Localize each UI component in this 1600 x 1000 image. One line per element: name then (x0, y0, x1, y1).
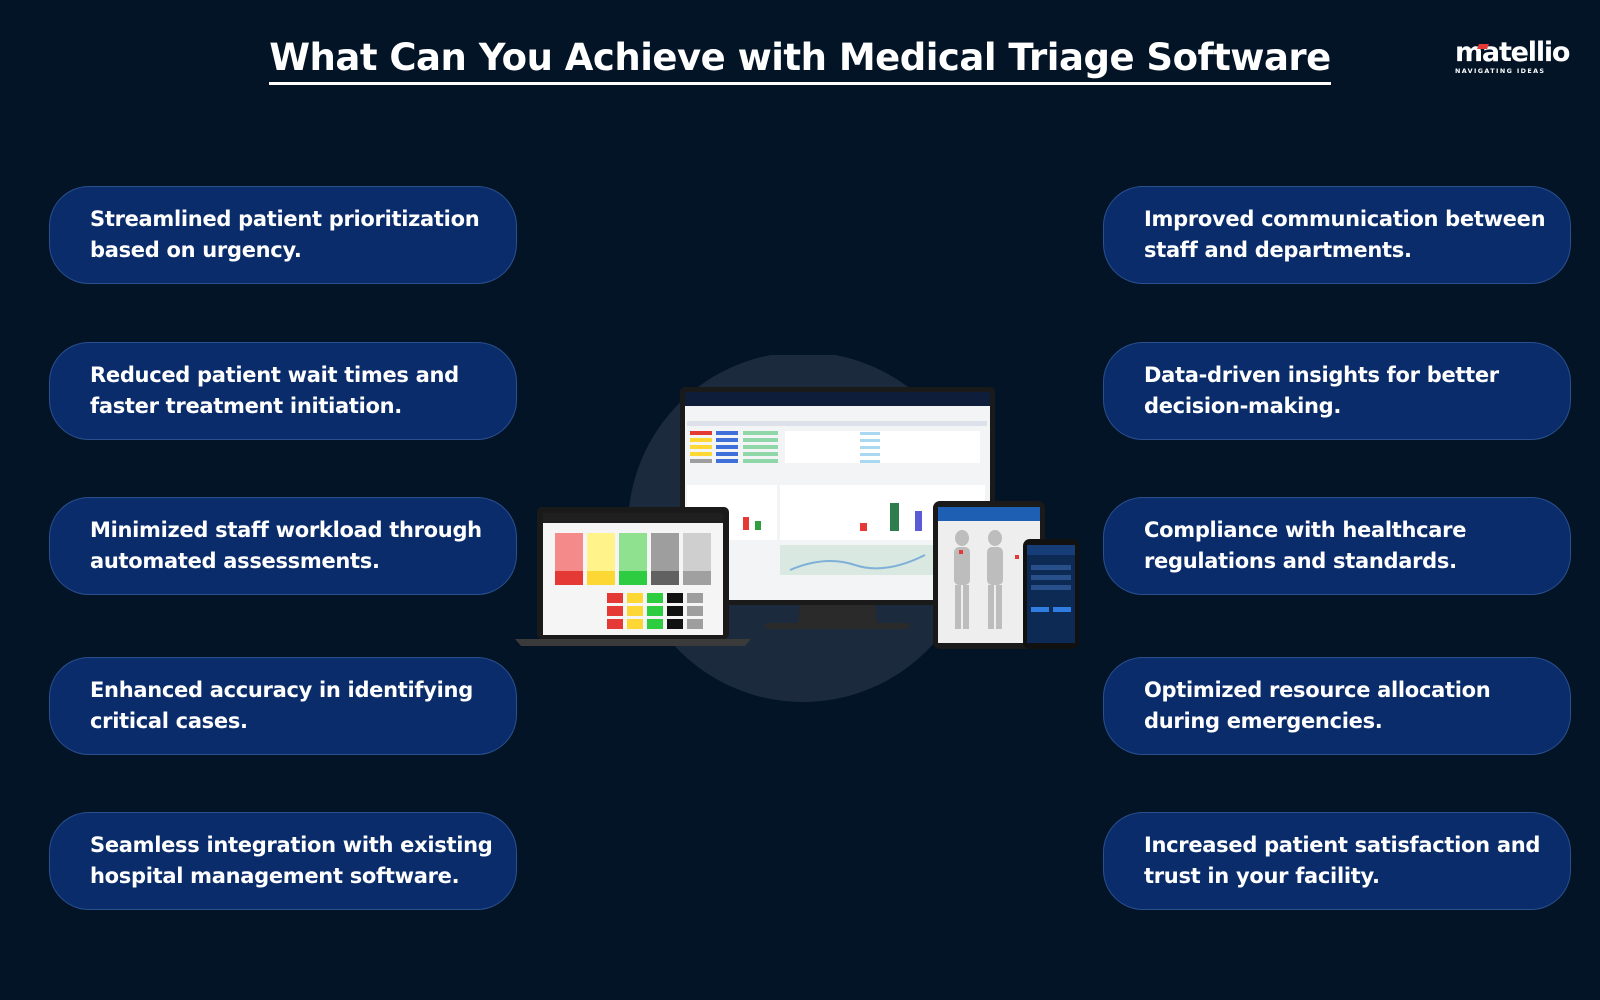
benefit-card-right-3: Compliance with healthcare regulations a… (1103, 497, 1571, 595)
benefit-card-right-2: Data-driven insights for better decision… (1103, 342, 1571, 440)
device-mockup-image (515, 355, 1079, 702)
benefit-card-left-4: Enhanced accuracy in identifying critica… (49, 657, 517, 755)
benefit-card-left-3: Minimized staff workload through automat… (49, 497, 517, 595)
benefit-text: Data-driven insights for better decision… (1144, 363, 1499, 418)
benefit-text: Minimized staff workload through automat… (90, 518, 482, 573)
page-title: What Can You Achieve with Medical Triage… (269, 36, 1331, 85)
brand-logo: matellio NAVIGATING IDEAS (1455, 38, 1573, 78)
logo-wordmark: matellio (1455, 37, 1570, 68)
benefit-card-left-5: Seamless integration with existing hospi… (49, 812, 517, 910)
benefit-text: Optimized resource allocation during eme… (1144, 678, 1491, 733)
logo-tagline: NAVIGATING IDEAS (1455, 67, 1546, 75)
phone (1023, 539, 1079, 649)
benefit-card-left-2: Reduced patient wait times and faster tr… (49, 342, 517, 440)
benefit-text: Improved communication between staff and… (1144, 207, 1546, 262)
benefit-card-right-4: Optimized resource allocation during eme… (1103, 657, 1571, 755)
benefit-card-right-5: Increased patient satisfaction and trust… (1103, 812, 1571, 910)
benefit-text: Enhanced accuracy in identifying critica… (90, 678, 473, 733)
laptop (515, 507, 751, 646)
benefit-text: Streamlined patient prioritization based… (90, 207, 480, 262)
logo-accent-mark (1477, 44, 1489, 49)
benefit-card-left-1: Streamlined patient prioritization based… (49, 186, 517, 284)
benefit-text: Reduced patient wait times and faster tr… (90, 363, 459, 418)
benefit-card-right-1: Improved communication between staff and… (1103, 186, 1571, 284)
benefit-text: Compliance with healthcare regulations a… (1144, 518, 1467, 573)
benefit-text: Increased patient satisfaction and trust… (1144, 833, 1541, 888)
benefit-text: Seamless integration with existing hospi… (90, 833, 493, 888)
page-title-wrap: What Can You Achieve with Medical Triage… (0, 36, 1600, 85)
